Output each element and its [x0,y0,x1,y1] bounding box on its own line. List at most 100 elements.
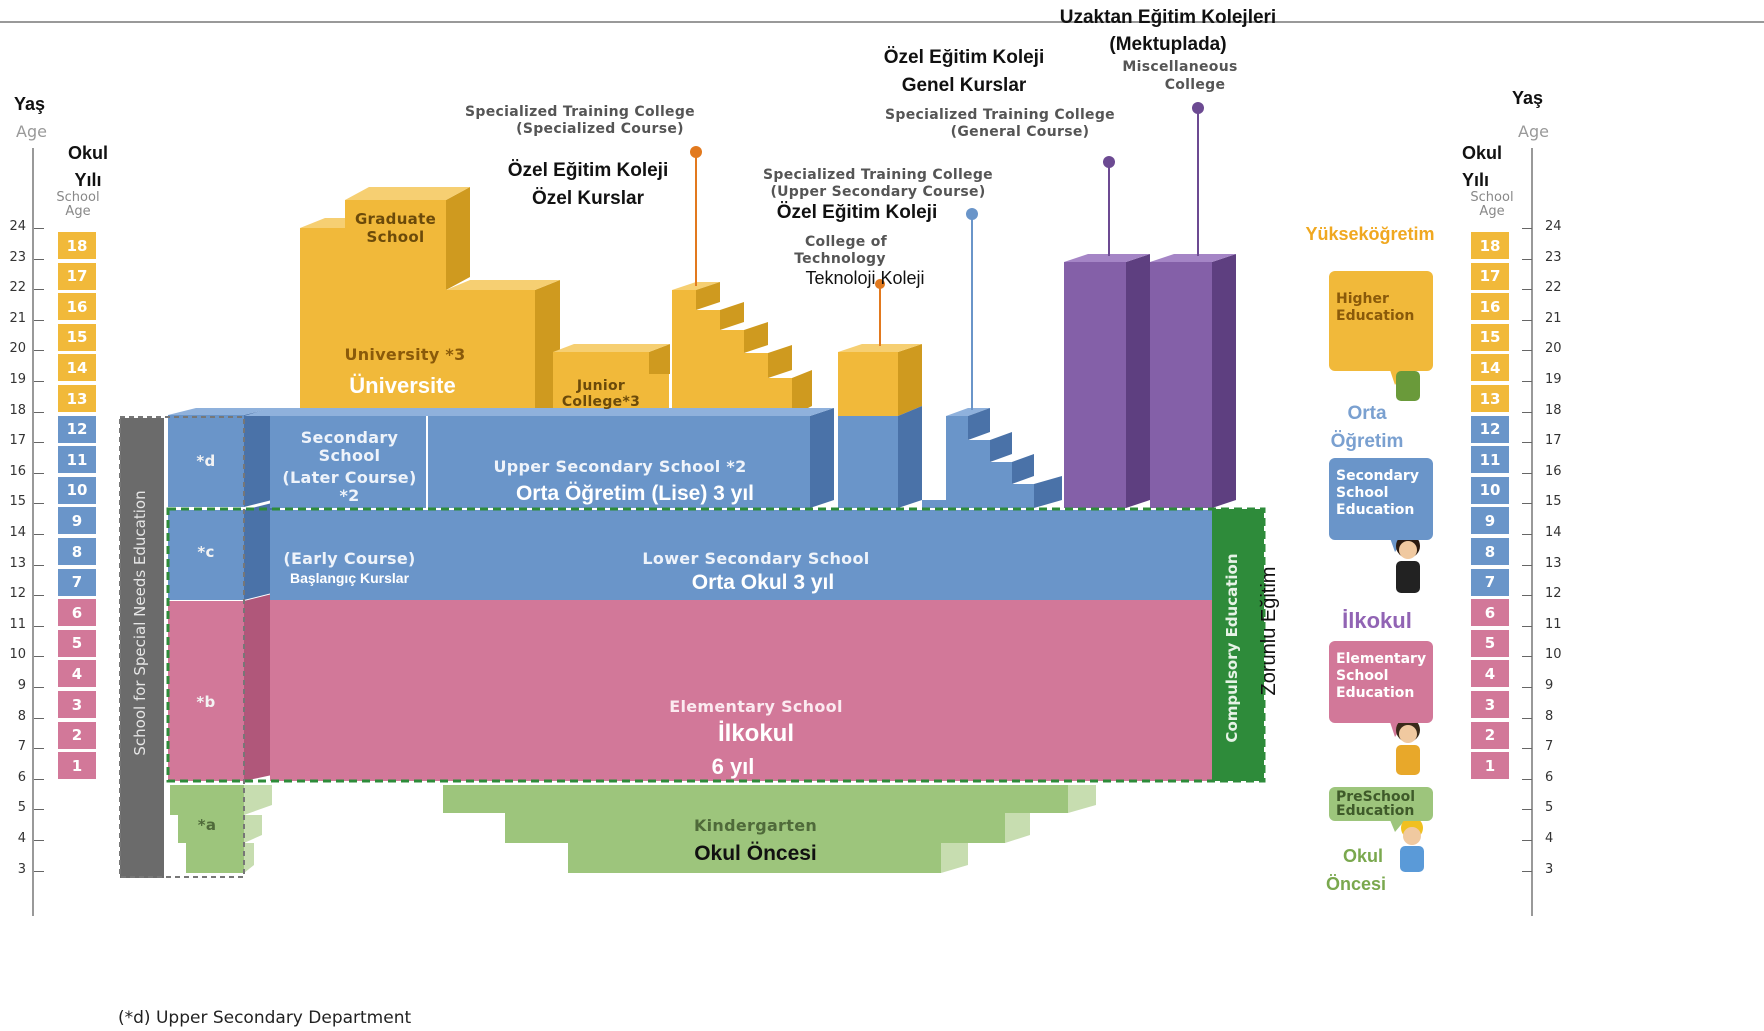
left-age-tick-label: 21 [9,310,26,326]
right-age-tick [1522,870,1532,872]
right-age-tick-label: 3 [1545,861,1554,877]
left-age-tick [34,595,44,597]
right-age-tick [1522,840,1532,841]
special-needs-bar [120,418,164,878]
right-age-tick-label: 13 [1545,555,1562,571]
left-school-year-cell: 7 [58,568,96,596]
left-age-tick [34,625,44,627]
right-age-tick [1522,319,1532,321]
left-age-tick-label: 20 [9,341,26,357]
left-age-tick [34,840,44,841]
left-age-tick-label: 15 [9,494,26,510]
right-school-year-cell: 8 [1471,538,1509,565]
right-age-tick-label: 23 [1545,249,1562,265]
right-age-label-en: Age [1518,122,1549,141]
left-age-tick-label: 17 [9,433,26,449]
left-school-year-cell: 11 [58,446,96,474]
left-age-tick [34,411,44,413]
legend-elementary-title: İlkokul [1342,608,1412,633]
special-c-label: *c [197,543,215,561]
left-school-age-label-en: School Age [56,190,100,219]
left-age-tick [34,442,44,444]
right-school-year-cell: 17 [1471,262,1509,290]
left-age-tick [34,472,44,474]
right-age-tick-label: 19 [1545,372,1562,387]
right-age-tick-label: 7 [1545,739,1554,755]
left-age-tick [34,534,44,535]
left-age-tick-label: 7 [17,739,26,755]
legend-preschool-title: Okul Öncesi [1325,846,1387,894]
left-age-tick [34,289,44,291]
left-school-year-cell: 2 [58,721,96,749]
right-school-year-cell: 18 [1471,232,1509,259]
general-course-title-tr: Özel Eğitim Koleji Genel Kurslar [883,47,1045,96]
left-age-tick-label: 4 [17,831,26,846]
upper-secondary-block [270,416,810,508]
lower-secondary-label-en: Lower Secondary School [642,549,870,568]
right-school-year-cell: 16 [1471,293,1509,321]
left-school-year-cell: 8 [58,538,96,565]
university-label-en: University *3 [344,345,466,364]
right-age-label-tr: Yaş [1512,88,1544,108]
right-age-tick [1522,411,1532,413]
left-age-tick-label: 13 [9,555,26,571]
right-school-year-cell: 13 [1471,385,1509,412]
right-age-tick [1522,350,1532,352]
left-school-year-cell: 9 [58,507,96,535]
left-school-year-cell: 6 [58,599,96,627]
lower-secondary-block [270,510,1212,600]
top-rule [0,21,1764,23]
general-course-label-en: Specialized Training College (General Co… [885,107,1115,140]
left-school-year-cell: 15 [58,323,96,351]
right-school-year-label-tr: Okul Yılı [1462,143,1503,190]
misc-college-col1 [1064,262,1126,508]
left-age-tick-label: 24 [9,219,26,234]
upper-secondary-label-tr: Orta Öğretim (Lise) 3 yıl [515,482,755,505]
misc-college-label-en: Miscellaneous College [1122,59,1238,93]
elementary-years-label: 6 yıl [711,754,755,779]
kindergarten-label-tr: Okul Öncesi [694,842,817,865]
legend-preschool-bubble: PreSchool Education [1329,787,1433,821]
right-age-tick-label: 6 [1545,769,1554,785]
right-school-year-cell: 10 [1471,476,1509,504]
left-school-year-cell: 3 [58,691,96,718]
upper-course-block [946,416,968,508]
left-age-tick [34,870,44,872]
right-age-tick [1522,381,1532,382]
right-age-tick-label: 18 [1545,402,1562,418]
left-age-tick-label: 18 [9,402,26,418]
right-age-tick-label: 12 [1545,586,1562,602]
special-a-label: *a [197,816,217,834]
right-age-tick-label: 9 [1545,678,1554,693]
right-school-year-cell: 4 [1471,660,1509,688]
right-school-year-cell: 1 [1471,752,1509,780]
special-needs-label: School for Special Needs Education [131,490,149,756]
distance-college-title-tr: Uzaktan Eğitim Kolejleri (Mektuplada) [1059,7,1277,55]
left-age-tick [34,319,44,321]
left-school-year-cell: 16 [58,293,96,321]
special-b-box [168,601,244,781]
person-icon-elementary [1396,718,1420,775]
lower-secondary-label-tr: Orta Okul 3 yıl [691,571,835,594]
compulsory-label-tr: Zorunlu Eğitim [1258,566,1280,696]
footnote: (*d) Upper Secondary Department [118,1008,412,1028]
right-age-tick-label: 5 [1545,800,1554,816]
right-school-year-cell: 6 [1471,599,1509,627]
left-age-label-tr: Yaş [14,94,46,114]
kindergarten-label-en: Kindergarten [693,816,818,835]
left-age-tick-label: 23 [9,249,26,265]
left-age-tick-label: 5 [17,800,26,816]
right-age-tick [1522,442,1532,444]
left-age-tick [34,656,44,658]
left-school-year-cell: 5 [58,629,96,657]
left-age-tick [34,778,44,780]
legend-higher-bubble: Higher Education [1329,271,1433,371]
left-age-tick [34,228,44,229]
elementary-label-tr: İlkokul [717,720,795,747]
right-age-tick [1522,534,1532,535]
left-age-tick [34,381,44,382]
legend-elementary-bubble: Elementary School Education [1329,641,1433,723]
specialized-course-title-tr: Özel Eğitim Koleji Özel Kurslar [507,160,669,209]
secondary-early-label-en: (Early Course) [283,549,416,568]
right-age-tick [1522,564,1532,566]
